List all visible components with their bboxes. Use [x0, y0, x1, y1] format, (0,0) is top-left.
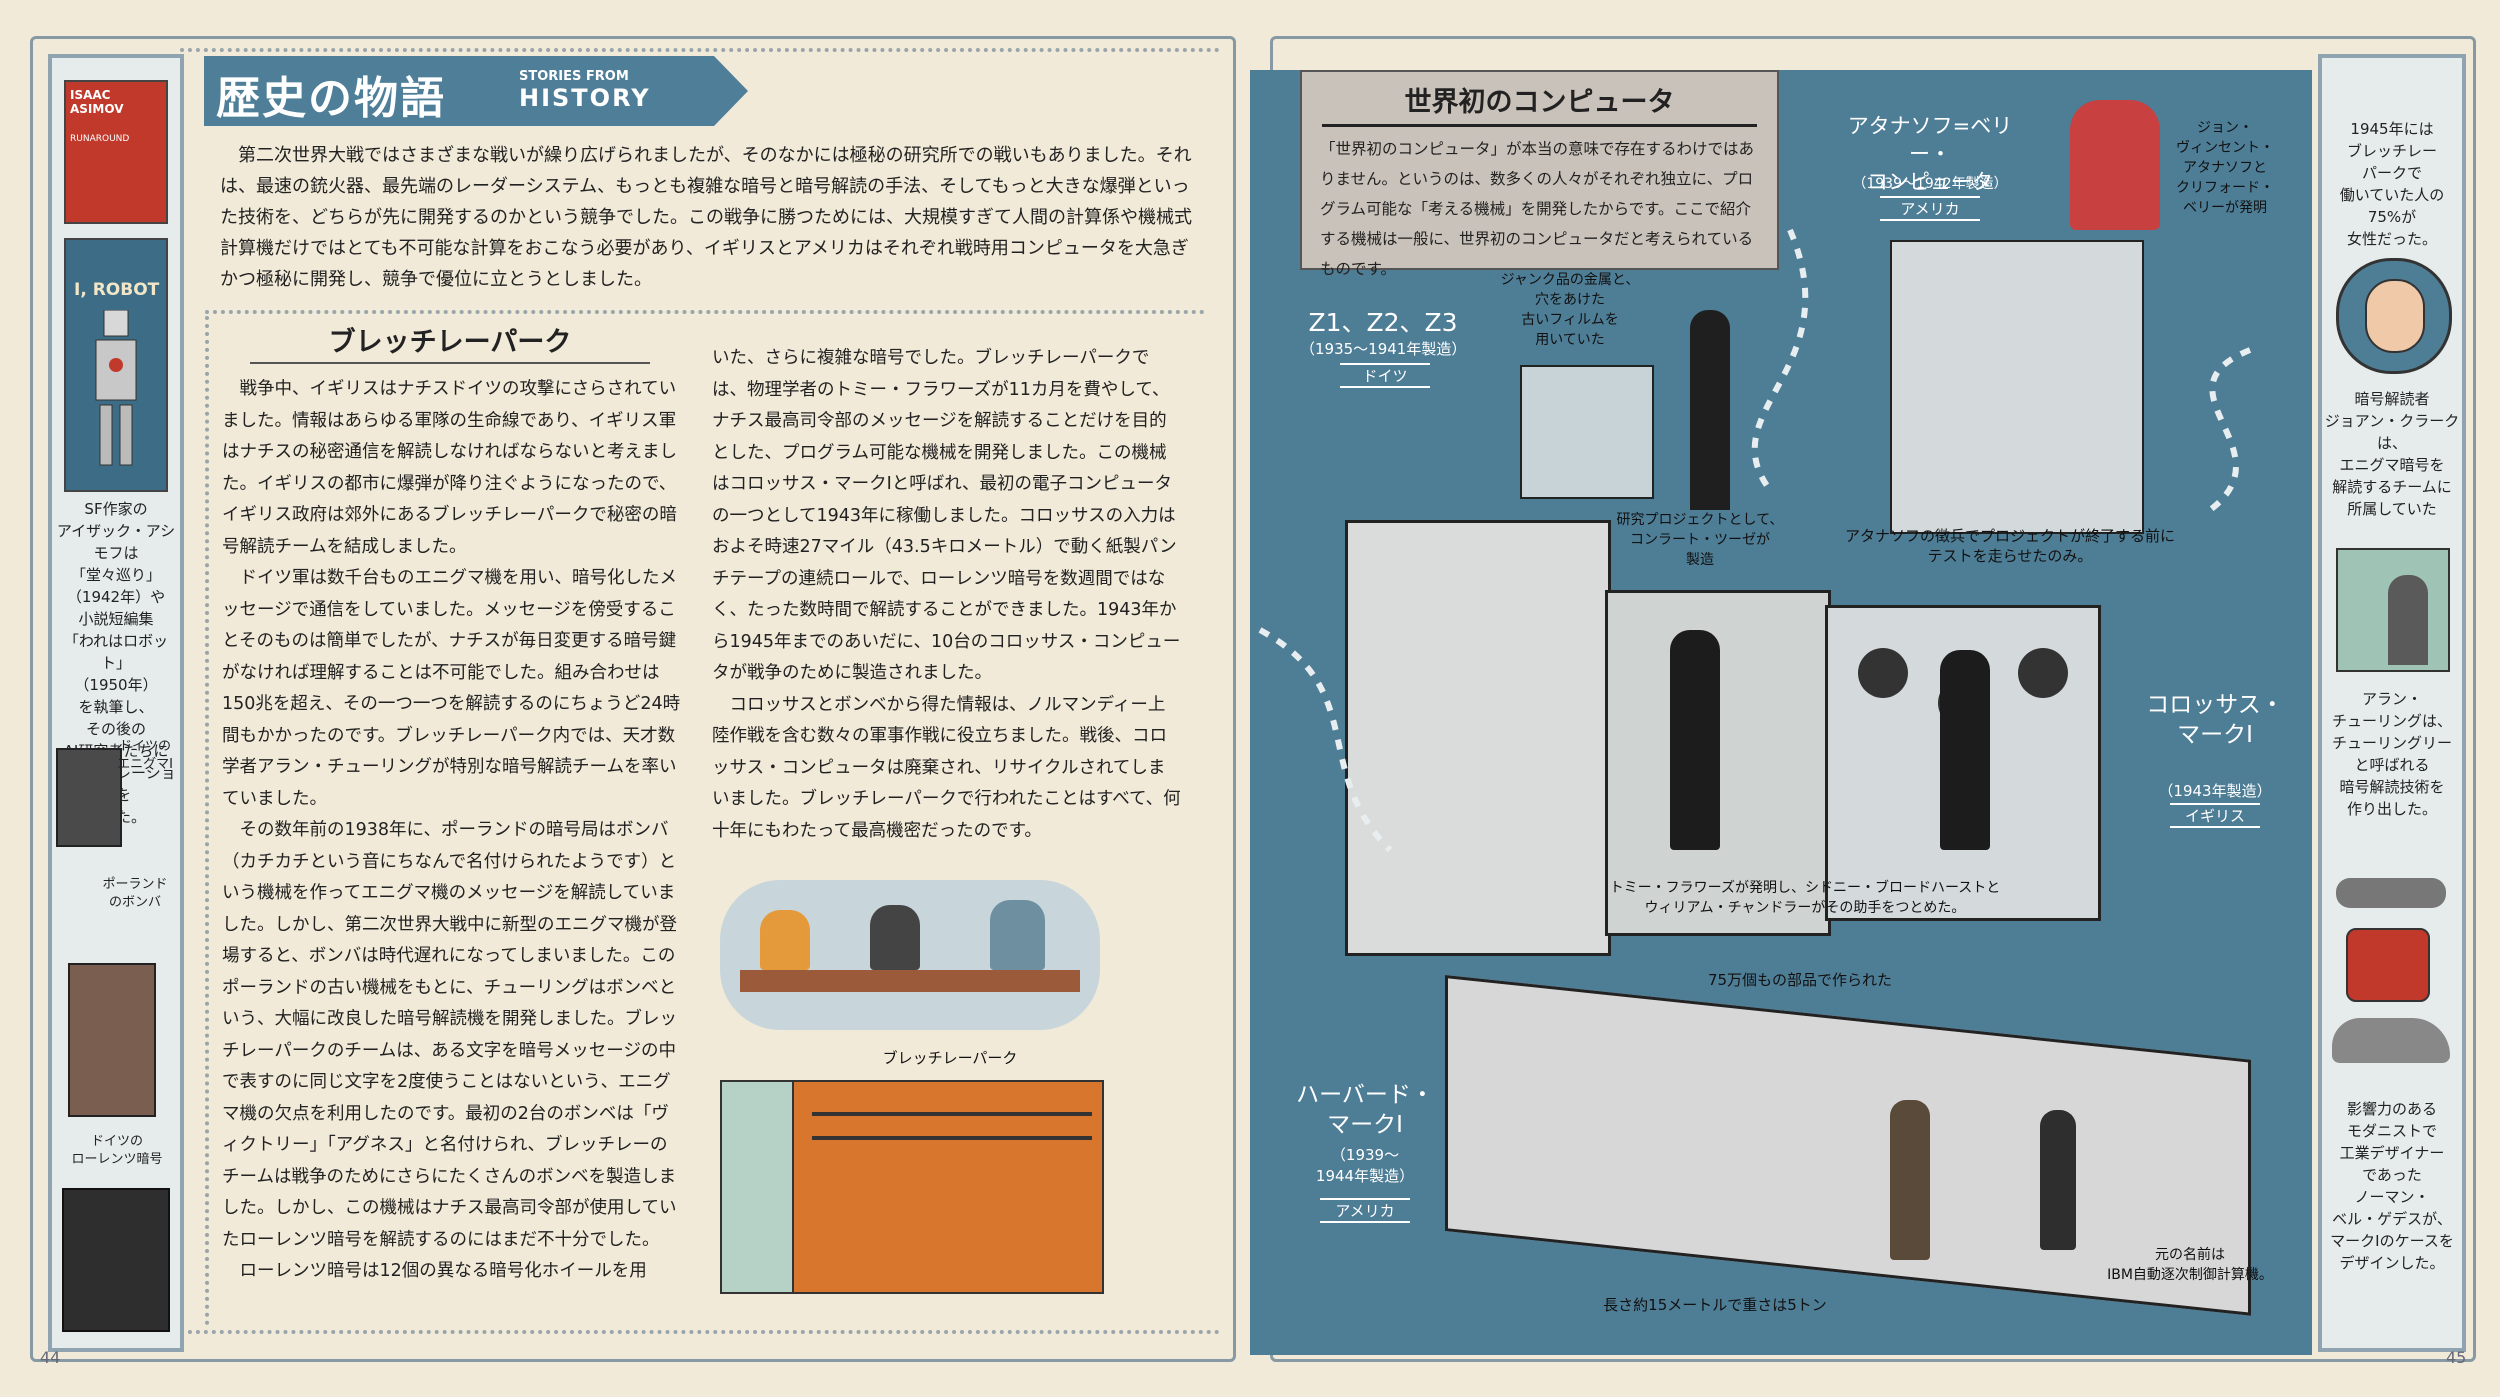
radio-design-icon: [2346, 928, 2430, 1002]
caption-norman-bel-geddes: 影響力のある モダニストで 工業デザイナー であった ノーマン・ ベル・ゲデスが…: [2330, 1100, 2454, 1272]
abc-years: （1939～1942年製造）: [1852, 176, 2008, 192]
colossus-operator-1: [1670, 630, 1720, 850]
abc-machine-icon: [1890, 240, 2144, 534]
body-paragraph: 戦争中、イギリスはナチスドイツの攻撃にさらされていました。情報はあらゆる軍隊の生…: [222, 379, 677, 557]
colossus-name: コロッサス・ マークⅠ: [2146, 692, 2284, 748]
page-number-left: 44: [40, 1348, 61, 1367]
body-paragraph: その数年前の1938年に、ポーランドの暗号局はボンバ（カチカチという音にちなんで…: [222, 820, 677, 1250]
codebreaker-2: [870, 905, 920, 970]
column-divider: [205, 316, 212, 1326]
left-page: ISAAC ASIMOV RUNAROUND I, ROBOT SF作家の アイ…: [30, 36, 1236, 1367]
colossus-operator-2: [1940, 650, 1990, 850]
right-sidebar: 1945年には ブレッチレー パークで 働いていた人の 75%が 女性だった。 …: [2318, 54, 2466, 1352]
panel-note: 「世界初のコンピュータ」が本当の意味で存在するわけではありません。というのは、数…: [1320, 140, 1755, 278]
face-icon: [2365, 279, 2425, 353]
title-underline: [1322, 124, 1757, 127]
body-paragraph: ローレンツ暗号は12個の異なる暗号化ホイールを用: [239, 1261, 647, 1281]
body-paragraph: いた、さらに複雑な暗号でした。ブレッチレーパークでは、物理学者のトミー・フラワー…: [712, 348, 1181, 683]
book-author: ISAAC ASIMOV: [70, 88, 124, 116]
left-sidebar: ISAAC ASIMOV RUNAROUND I, ROBOT SF作家の アイ…: [48, 54, 184, 1352]
abc-draft-note: アタナソフの徴兵でプロジェクトが終了する前に テストを走らせたのみ。: [1844, 527, 2175, 565]
turing-figure-icon: [2388, 575, 2428, 665]
harvard-years: （1939～ 1944年製造）: [1315, 1146, 1415, 1185]
harvard-name: ハーバード・ マークⅠ: [1296, 1082, 1434, 1138]
body-column-1: 戦争中、イギリスはナチスドイツの攻撃にさらされていました。情報はあらゆる軍隊の生…: [222, 374, 682, 1288]
z3-machine-icon: [1520, 365, 1654, 499]
first-computers-panel: 世界初のコンピュータ 「世界初のコンピュータ」が本当の意味で存在するわけではあり…: [1250, 70, 2312, 1355]
joan-clarke-portrait: [2336, 258, 2452, 374]
tape-reel-icon: [2018, 648, 2068, 698]
codebreaker-3: [990, 900, 1045, 970]
section-title: ブレッチレーパーク: [328, 327, 572, 358]
colossus-country: イギリス: [2170, 803, 2260, 828]
harvard-parts-note: 75万個もの部品で作られた: [1707, 971, 1893, 989]
harvard-operator-1: [1890, 1100, 1930, 1260]
konrad-zuse-figure: [1690, 310, 1730, 510]
z-series-country: ドイツ: [1340, 363, 1430, 388]
airplane-design-icon: [2336, 878, 2446, 908]
z-series-film-note: ジャンク品の金属と、 穴をあけた 古いフィルムを 用いていた: [1500, 272, 1640, 348]
bomba-machine-icon: [68, 963, 156, 1117]
abc-country: アメリカ: [1880, 196, 1980, 221]
body-column-2: いた、さらに複雑な暗号でした。ブレッチレーパークでは、物理学者のトミー・フラワー…: [712, 343, 1182, 847]
panel-title: 世界初のコンピュータ: [1404, 87, 1675, 118]
codebreakers-scene: [720, 880, 1100, 1030]
label-enigma: ドイツの エニグマⅠ: [117, 739, 173, 772]
intro-paragraph: 第二次世界大戦ではさまざまな戦いが繰り広げられましたが、そのなかには極秘の研究所…: [220, 145, 1192, 290]
section-divider: [205, 310, 1205, 314]
body-paragraph: ドイツ軍は数千台ものエニグマ機を用い、暗号化したメッセージで通信をしていました。…: [222, 568, 681, 809]
book-title-runaround: RUNAROUND: [70, 134, 130, 144]
tape-reel-icon: [1858, 648, 1908, 698]
book-i-robot-cover: I, ROBOT: [64, 238, 168, 492]
header-title: 歴史の物語: [216, 73, 446, 124]
z-series-name: Z1、Z2、Z3: [1308, 308, 1458, 337]
left-page-frame: [30, 36, 1236, 1362]
desk-icon: [740, 970, 1080, 992]
wavy-tape-decoration: [1258, 228, 2252, 853]
colossus-credit: トミー・フラワーズが発明し、シドニー・ブロードハーストと ウィリアム・チャンドラ…: [1609, 880, 2001, 916]
caption-joan-clarke: 暗号解読者 ジョアン・クラークは、 エニグマ暗号を 解読するチームに 所属してい…: [2324, 390, 2460, 518]
book-runaround-cover: ISAAC ASIMOV RUNAROUND: [64, 80, 168, 224]
mansion-roofline: [812, 1112, 1092, 1140]
lorenz-machine-icon: [62, 1188, 170, 1332]
z-series-zuse-note: 研究プロジェクトとして、 コンラート・ツーゼが 製造: [1616, 512, 1784, 568]
abc-inventors: ジョン・ ヴィンセント・ アタナソフと クリフォード・ ベリーが発明: [2176, 120, 2274, 216]
bletchley-illustration: ブレッチレーパーク: [710, 880, 1110, 1300]
enigma-machine-icon: [56, 748, 122, 847]
codebreaker-1: [760, 910, 810, 970]
caption-women-workers: 1945年には ブレッチレー パークで 働いていた人の 75%が 女性だった。: [2339, 120, 2445, 248]
body-paragraph: コロッサスとボンベから得た情報は、ノルマンディー上陸作戦を含む数々の軍事作戦に役…: [712, 694, 1181, 841]
abc-name: アタナソフ=ベリー・ コンピュータ: [1847, 114, 2013, 194]
z-series-years: （1935～1941年製造）: [1300, 340, 1467, 358]
title-note-box: 世界初のコンピュータ 「世界初のコンピュータ」が本当の意味で存在するわけではあり…: [1300, 70, 1779, 278]
car-design-icon: [2332, 1018, 2450, 1063]
label-lorenz: ドイツの ローレンツ暗号: [71, 1134, 163, 1167]
harvard-country: アメリカ: [1320, 1198, 1410, 1223]
harvard-operator-2: [2040, 1110, 2076, 1250]
header-subtitle: HISTORY: [519, 84, 651, 112]
label-bomba: ポーランド のボンバ: [102, 877, 168, 910]
caption-alan-turing: アラン・ チューリングは、 チューリングリー と呼ばれる 暗号解読技術を 作り出…: [2331, 690, 2452, 818]
colossus-left-rack: [1345, 520, 1611, 956]
header-subtitle-top: STORIES FROM: [519, 69, 629, 84]
robot-icon: [95, 310, 137, 466]
colossus-years: （1943年製造）: [2158, 782, 2272, 800]
section-title-underline: [250, 362, 650, 364]
mansion-glass-tower: [722, 1082, 794, 1292]
harvard-size-note: 長さ約15メートルで重さは5トン: [1603, 1296, 1827, 1314]
atanasoff-berry-figure: [2070, 100, 2160, 230]
bletchley-label: ブレッチレーパーク: [882, 1049, 1018, 1067]
page-number-right: 45: [2446, 1348, 2467, 1367]
book-title-i-robot: I, ROBOT: [74, 280, 160, 300]
top-dotted-border: [180, 48, 1220, 52]
header-banner: 歴史の物語 STORIES FROM HISTORY: [204, 56, 748, 126]
harvard-original-name: 元の名前は IBM自動逐次制御計算機。: [2107, 1247, 2273, 1283]
alan-turing-portrait: [2336, 548, 2450, 672]
bletchley-mansion-icon: [720, 1080, 1104, 1294]
bottom-dotted-border: [180, 1330, 1220, 1334]
